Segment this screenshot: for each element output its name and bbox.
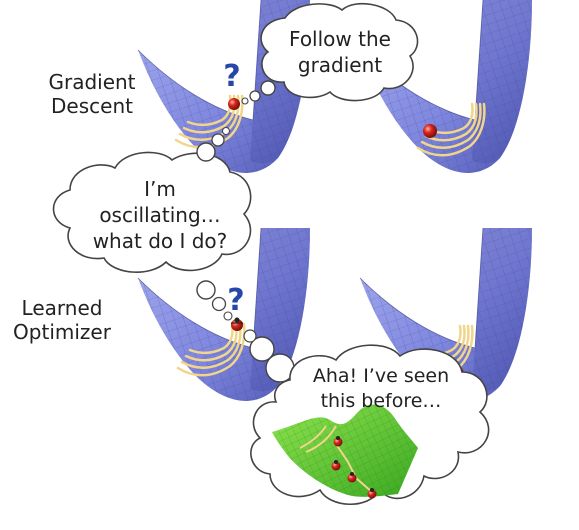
question-mark-icon: ? <box>223 59 240 94</box>
bubble-line: gradient <box>297 53 383 77</box>
bubble-text-follow: Follow the gradient <box>280 26 400 78</box>
ladybug-icon <box>333 436 343 447</box>
ladybug-icon <box>347 472 357 483</box>
ladybug-icon <box>231 317 243 331</box>
ladybug-icon <box>331 460 341 471</box>
row-label-learned-optimizer: Learned Optimizer <box>2 296 122 344</box>
label-line: Gradient <box>48 70 136 94</box>
ball-icon <box>423 124 437 138</box>
bubble-line: Follow the <box>289 27 391 51</box>
thought-bubble-icon <box>241 2 419 105</box>
bubble-text-aha: Aha! I’ve seen this before… <box>286 364 476 414</box>
label-line: Learned <box>21 296 103 320</box>
ladybug-icon <box>367 488 377 499</box>
label-line: Descent <box>51 94 133 118</box>
thought-bubble-icon <box>52 126 252 273</box>
memory-surface <box>272 404 418 497</box>
bubble-line: this before… <box>320 390 442 412</box>
bubble-text-oscillating: I’m oscillating… what do I do? <box>70 176 250 254</box>
question-mark-icon: ? <box>227 283 244 318</box>
bubble-line: what do I do? <box>92 229 228 253</box>
thought-bubble-icon <box>196 280 295 383</box>
label-line: Optimizer <box>13 320 111 344</box>
bubble-line: Aha! I’ve seen <box>312 365 450 387</box>
bubble-line: oscillating… <box>99 203 221 227</box>
bubble-line: I’m <box>144 177 176 201</box>
ball-icon <box>228 98 240 110</box>
row-label-gradient-descent: Gradient Descent <box>32 70 152 118</box>
